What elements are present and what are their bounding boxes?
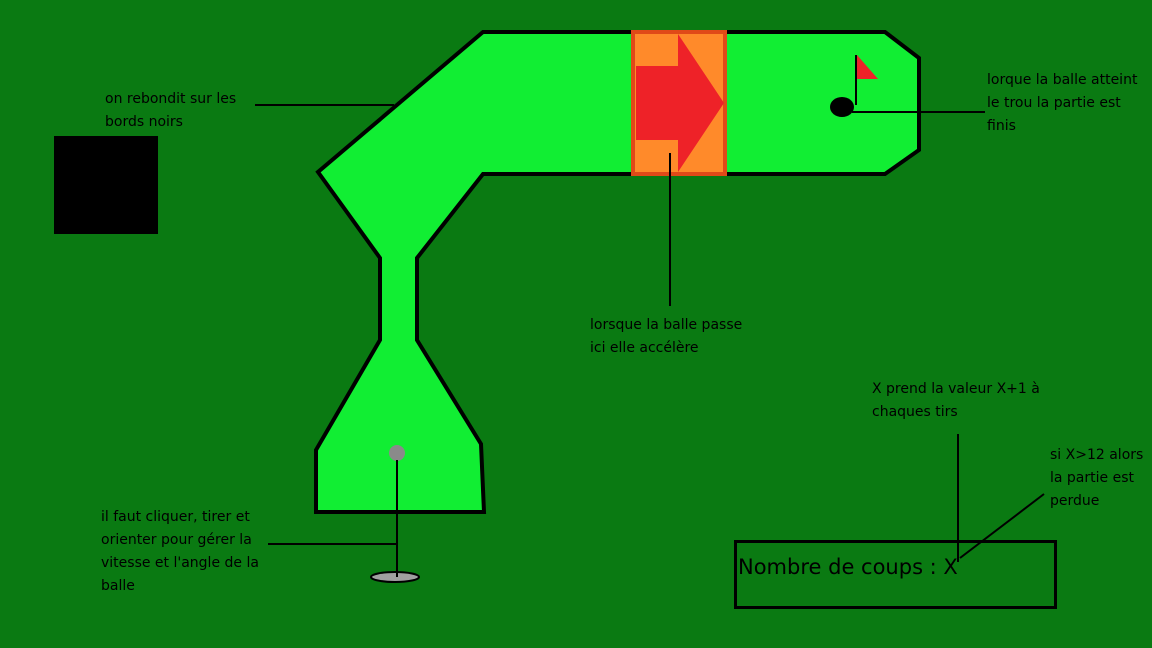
shot-counter-box (734, 540, 1057, 609)
accelerator-arrow-icon (636, 34, 724, 172)
note-lose: si X>12 alors la partie est perdue (1050, 447, 1144, 509)
accelerator-zone (631, 30, 727, 176)
hole-icon (830, 97, 854, 117)
note-accelerate: lorsque la balle passe ici elle accélère (590, 317, 743, 356)
note-control: il faut cliquer, tirer et orienter pour … (101, 509, 259, 594)
tee-marker-icon (370, 571, 420, 583)
fairway (314, 30, 921, 514)
note-increment: X prend la valeur X+1 à chaques tirs (872, 381, 1040, 420)
black-square (54, 136, 158, 234)
shot-counter-label: Nombre de coups : X (738, 555, 958, 579)
note-hole: lorque la balle atteint le trou la parti… (987, 72, 1138, 134)
ball-icon (389, 445, 405, 461)
lose-leader (959, 493, 1045, 559)
note-bounce: on rebondit sur les bords noirs (105, 91, 237, 130)
flag-icon (857, 55, 878, 79)
